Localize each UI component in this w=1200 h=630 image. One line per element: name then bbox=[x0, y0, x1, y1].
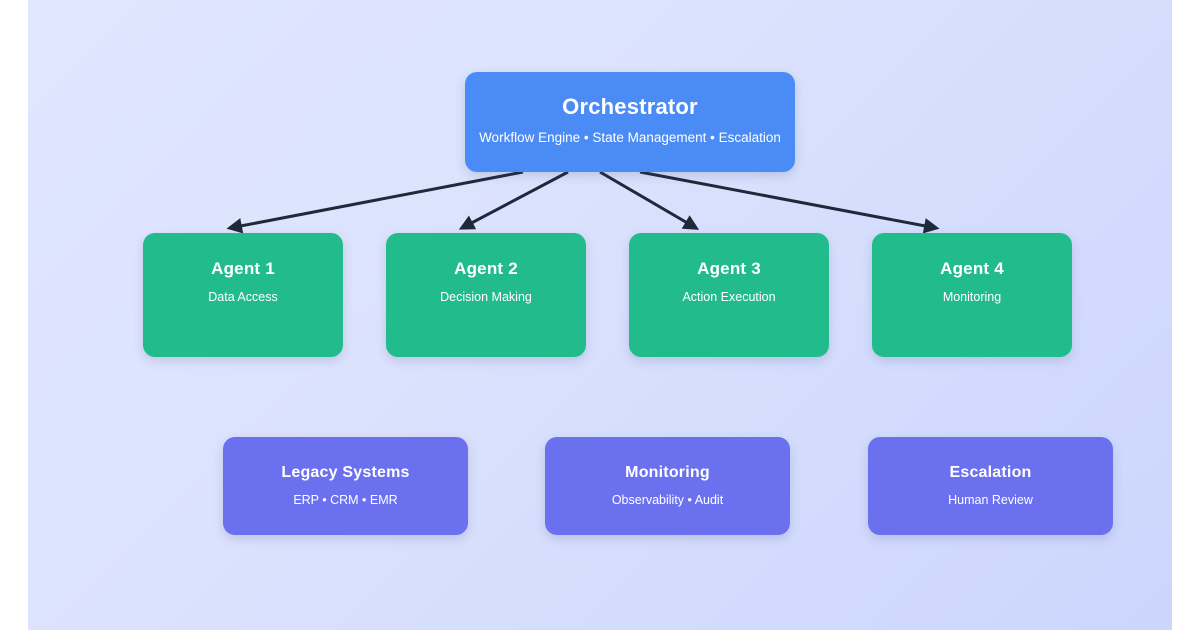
connector-arrow bbox=[599, 170, 700, 230]
node-agent-1-title: Agent 1 bbox=[211, 259, 275, 278]
node-agent-1[interactable]: Agent 1 Data Access bbox=[143, 233, 343, 357]
node-agent-3[interactable]: Agent 3 Action Execution bbox=[629, 233, 829, 357]
node-legacy-systems-title: Legacy Systems bbox=[281, 464, 410, 481]
connector-arrow bbox=[226, 170, 524, 234]
node-agent-2[interactable]: Agent 2 Decision Making bbox=[386, 233, 586, 357]
node-monitoring[interactable]: Monitoring Observability • Audit bbox=[545, 437, 790, 535]
node-orchestrator-title: Orchestrator bbox=[562, 94, 698, 119]
connector-arrow bbox=[458, 170, 569, 230]
node-legacy-systems[interactable]: Legacy Systems ERP • CRM • EMR bbox=[223, 437, 468, 535]
node-agent-3-title: Agent 3 bbox=[697, 259, 761, 278]
node-agent-4[interactable]: Agent 4 Monitoring bbox=[872, 233, 1072, 357]
node-monitoring-subtitle: Observability • Audit bbox=[611, 493, 724, 507]
node-agent-3-subtitle: Action Execution bbox=[682, 290, 776, 304]
node-orchestrator[interactable]: Orchestrator Workflow Engine • State Man… bbox=[465, 72, 795, 172]
diagram-canvas: Orchestrator Workflow Engine • State Man… bbox=[28, 0, 1172, 630]
node-agent-2-subtitle: Decision Making bbox=[440, 290, 532, 304]
node-agent-4-subtitle: Monitoring bbox=[942, 290, 1002, 304]
node-escalation-title: Escalation bbox=[949, 464, 1032, 481]
node-escalation-subtitle: Human Review bbox=[948, 493, 1033, 507]
node-escalation[interactable]: Escalation Human Review bbox=[868, 437, 1113, 535]
node-orchestrator-subtitle: Workflow Engine • State Management • Esc… bbox=[479, 130, 781, 145]
node-agent-4-title: Agent 4 bbox=[940, 259, 1004, 278]
connector-arrow bbox=[639, 170, 940, 234]
node-agent-1-subtitle: Data Access bbox=[208, 290, 278, 304]
node-legacy-systems-subtitle: ERP • CRM • EMR bbox=[293, 493, 398, 507]
node-agent-2-title: Agent 2 bbox=[454, 259, 518, 278]
node-monitoring-title: Monitoring bbox=[625, 464, 710, 481]
